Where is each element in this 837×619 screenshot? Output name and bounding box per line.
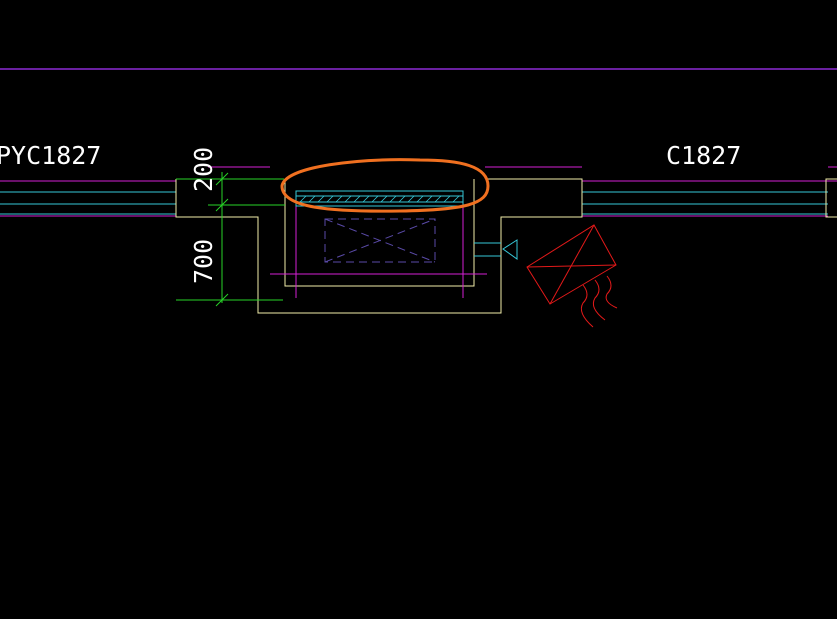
grille-hatch-line xyxy=(380,195,388,203)
dimension-label-upper: 200 xyxy=(189,147,218,192)
grille-hatch-line xyxy=(434,195,442,203)
fire-damper-icon xyxy=(526,224,618,328)
inner-magenta-lines xyxy=(270,205,487,298)
grille-hatch-line xyxy=(416,195,424,203)
dimension-label-lower: 700 xyxy=(189,239,218,284)
grille-hatch-line xyxy=(353,195,361,203)
grille-hatch-line xyxy=(299,195,307,203)
left-window-band xyxy=(0,191,176,215)
grille-hatch-line xyxy=(326,195,334,203)
window-label-left: PYC1827 xyxy=(0,141,101,170)
grille-hatch-line xyxy=(389,195,397,203)
window-label-right: C1827 xyxy=(666,141,741,170)
grille-hatch-line xyxy=(335,195,343,203)
grille-hatch-line xyxy=(407,195,415,203)
triangle-arrow-icon xyxy=(474,239,518,260)
grille-hatch-line xyxy=(443,195,451,203)
highlight-circle xyxy=(280,158,490,213)
right-window-band xyxy=(582,180,828,216)
grille-hatch-line xyxy=(317,195,325,203)
grille-hatch-line xyxy=(308,195,316,203)
right-window-end xyxy=(825,178,837,218)
grille xyxy=(295,190,464,207)
wall-outline xyxy=(175,178,583,314)
grille-hatch-line xyxy=(362,195,370,203)
grille-hatch-line xyxy=(344,195,352,203)
grille-hatch-line xyxy=(425,195,433,203)
grille-hatch-line xyxy=(452,195,460,203)
dimension-lines xyxy=(176,172,285,307)
grille-hatch-line xyxy=(398,195,406,203)
grille-hatch-line xyxy=(371,195,379,203)
equipment-box xyxy=(324,218,436,263)
